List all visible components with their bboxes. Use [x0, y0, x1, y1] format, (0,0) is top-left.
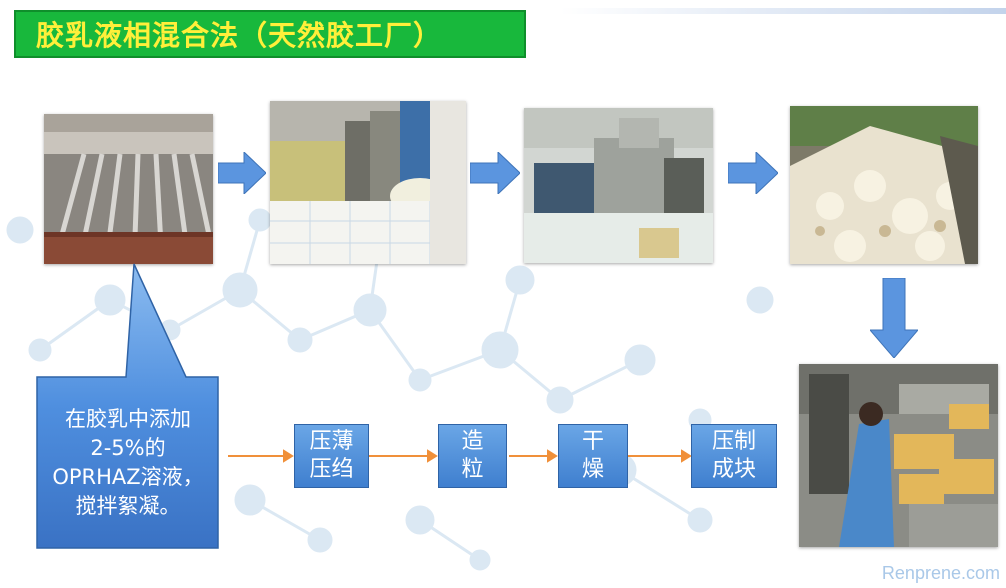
- arrow-right-1: [218, 152, 266, 194]
- title-banner: 胶乳液相混合法（天然胶工厂）: [14, 10, 526, 58]
- watermark: Renprene.com: [881, 563, 1000, 583]
- step-4-line-2: 成块: [711, 457, 756, 482]
- photo-latex-tanks: [44, 114, 213, 264]
- page-title: 胶乳液相混合法（天然胶工厂）: [36, 19, 443, 52]
- photo-sheeting-machine: [270, 101, 466, 264]
- callout-line-2: 2-5%的: [90, 436, 166, 460]
- step-4-line-1: 压制: [711, 429, 756, 454]
- photo-drying-crumbs: [790, 106, 978, 264]
- step-box-granulation: 造 粒: [438, 424, 507, 488]
- photo-granulator: [524, 108, 713, 263]
- arrow-right-3: [728, 152, 778, 194]
- step-1-line-2: 压绉: [309, 457, 354, 482]
- step-1-line-1: 压薄: [309, 429, 354, 454]
- arrow-right-2: [470, 152, 520, 194]
- photo-pressing-blocks: [799, 364, 998, 547]
- step-3-line-2: 燥: [581, 457, 604, 482]
- callout-line-3: OPRHAZ溶液，: [52, 465, 204, 489]
- step-box-pressing: 压制 成块: [691, 424, 777, 488]
- top-decoration-line: [560, 8, 1006, 14]
- arrow-down: [870, 278, 918, 358]
- callout-shape: [36, 263, 219, 549]
- callout-text: 在胶乳中添加 2-5%的 OPRHAZ溶液， 搅拌絮凝。: [38, 378, 218, 548]
- callout-line-4: 搅拌絮凝。: [75, 494, 181, 518]
- step-box-drying: 干 燥: [558, 424, 628, 488]
- step-2-line-1: 造: [461, 429, 484, 454]
- step-box-sheeting: 压薄 压绉: [294, 424, 369, 488]
- step-2-line-2: 粒: [461, 457, 484, 482]
- step-3-line-1: 干: [581, 429, 604, 454]
- callout-line-1: 在胶乳中添加: [64, 407, 191, 431]
